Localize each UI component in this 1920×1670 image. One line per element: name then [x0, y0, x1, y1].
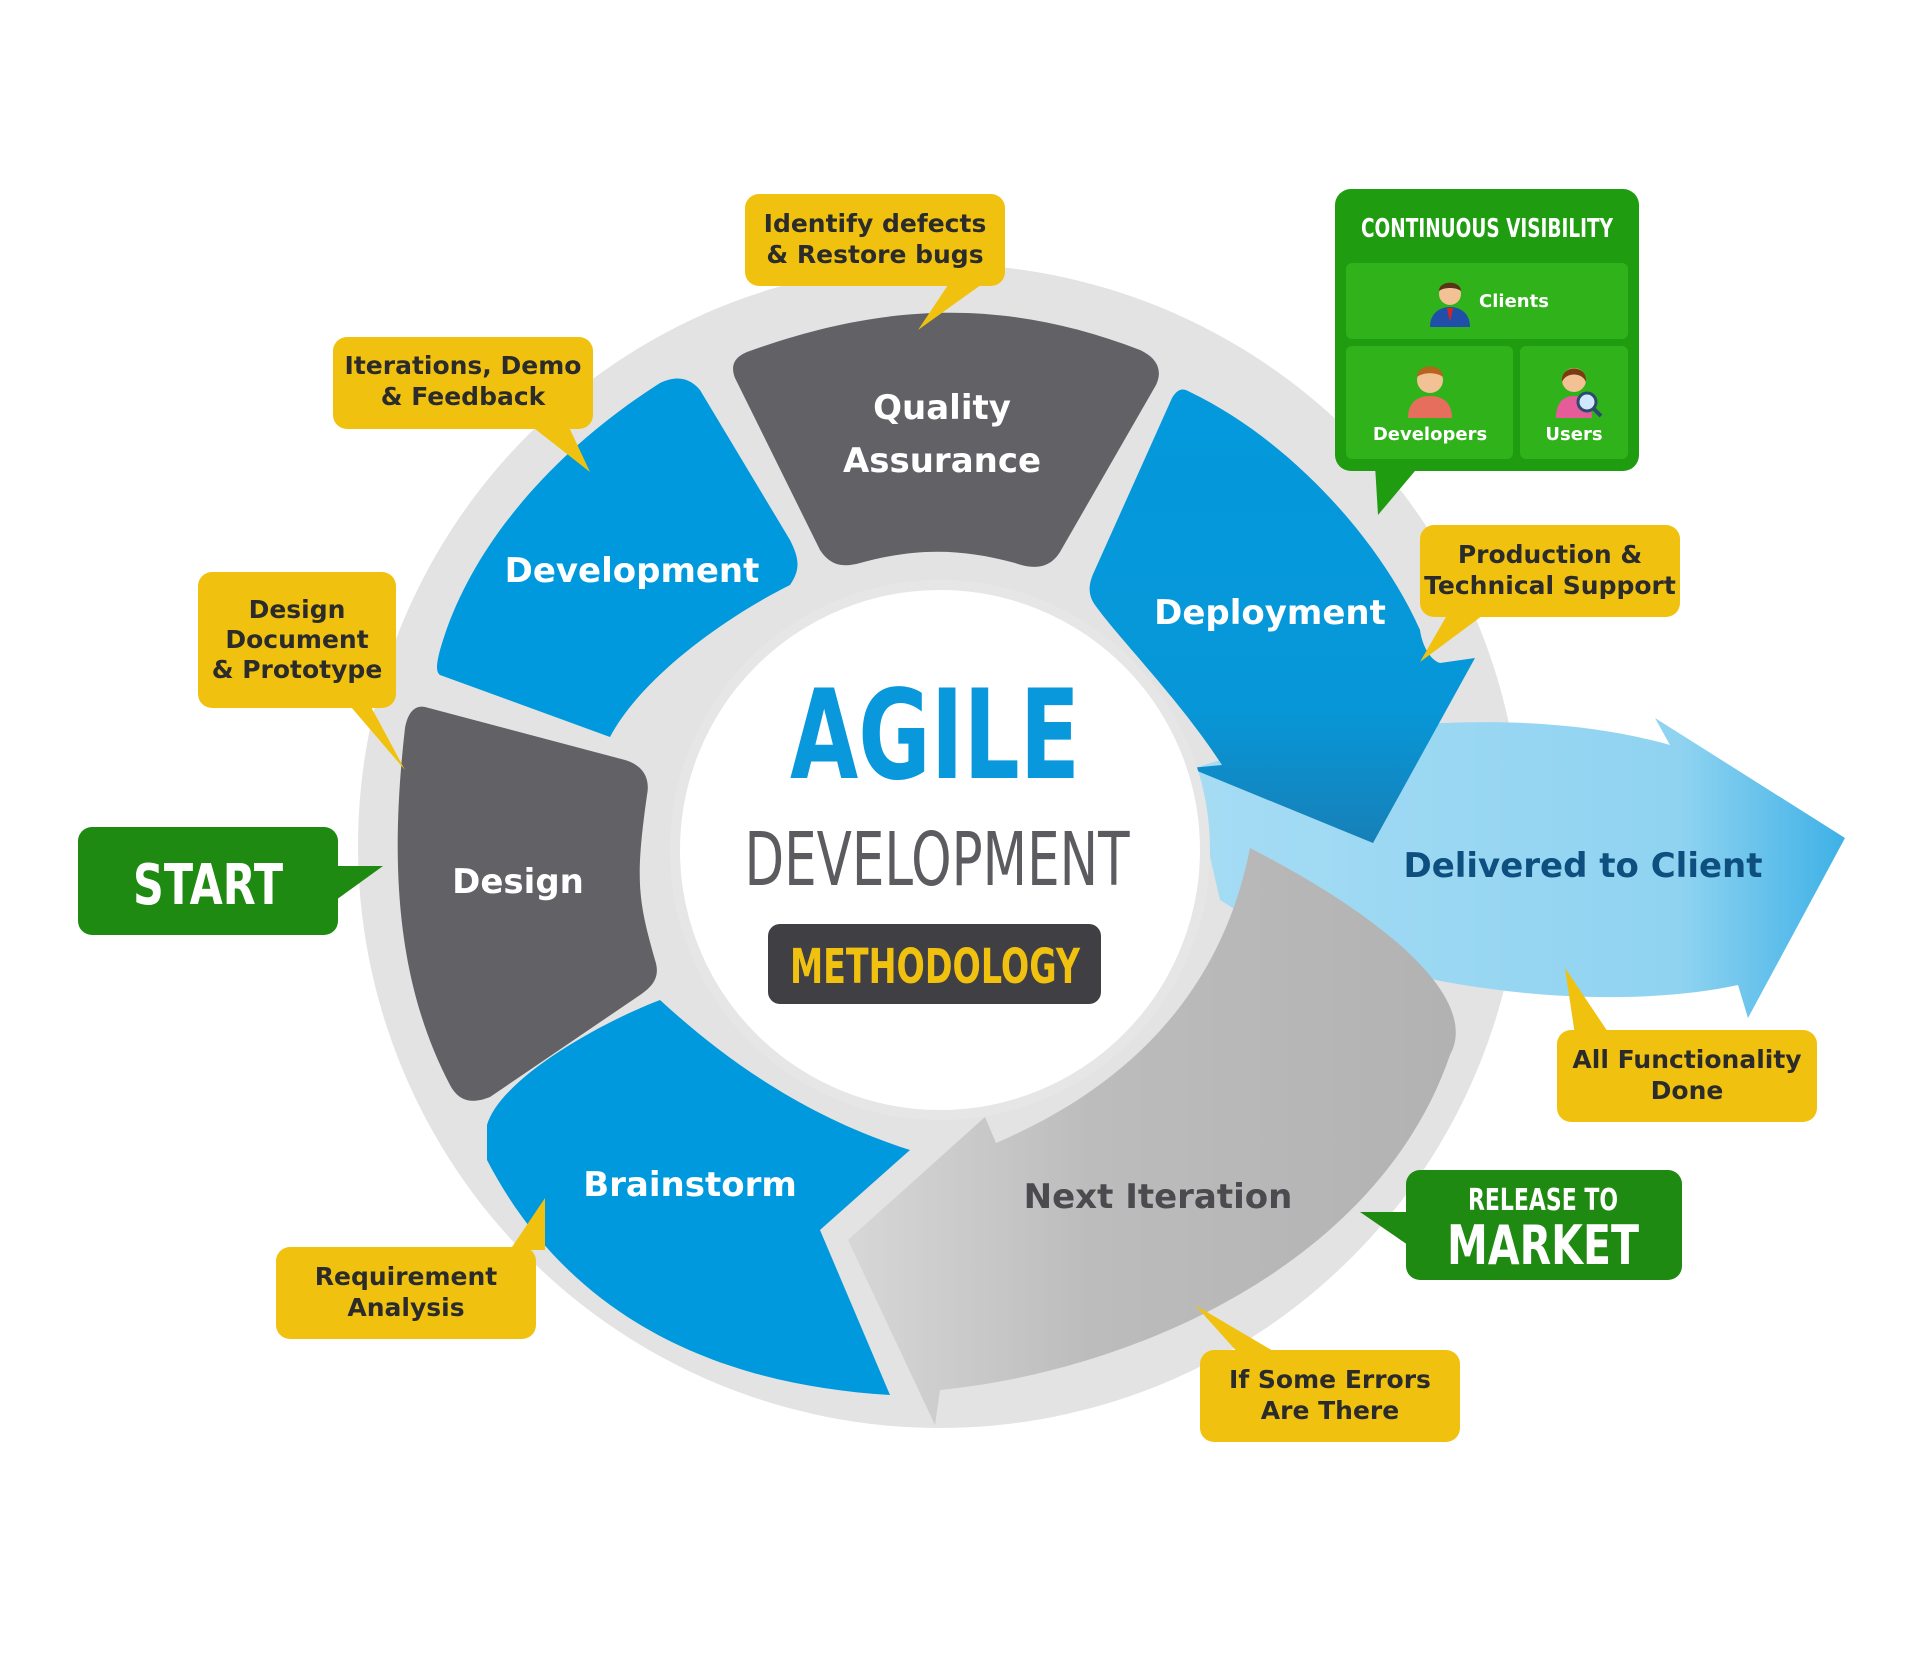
methodology-label: METHODOLOGY [790, 939, 1081, 995]
deployment-segment [1089, 389, 1475, 843]
deployment-label: Deployment [1154, 593, 1386, 633]
release-line2: MARKET [1447, 1214, 1639, 1277]
next-iteration-label: Next Iteration [1024, 1177, 1293, 1217]
clients-label: Clients [1479, 291, 1549, 312]
start-label: START [133, 853, 283, 918]
clients-box [1346, 263, 1628, 339]
design-segment [397, 706, 657, 1101]
start-callout: START [78, 827, 383, 935]
qa-segment [733, 312, 1159, 567]
brainstorm-segment [487, 1000, 910, 1395]
note-production-line1: Production & [1458, 540, 1642, 569]
methodology-badge [768, 924, 1101, 1004]
release-line1: RELEASE TO [1468, 1183, 1618, 1218]
note-iterations-line1: Iterations, Demo [345, 351, 582, 380]
qa-label-line1: Quality [873, 388, 1011, 428]
developers-label: Developers [1373, 424, 1487, 445]
note-production-line2: Technical Support [1424, 571, 1676, 600]
note-errors-line2: Are There [1261, 1396, 1399, 1425]
continuous-visibility-panel: CONTINUOUS VISIBILITY Clients Developers [1335, 189, 1639, 515]
center-ring-edge [670, 580, 1210, 1120]
release-callout: RELEASE TO MARKET [1360, 1170, 1682, 1280]
users-label: Users [1545, 424, 1602, 445]
note-design-doc-line3: & Prototype [212, 655, 383, 684]
note-design-doc-line2: Document [225, 625, 368, 654]
note-defects-line2: & Restore bugs [766, 240, 983, 269]
note-design-document: Design Document & Prototype [198, 572, 405, 770]
development-title: DEVELOPMENT [745, 817, 1131, 903]
qa-label-line2: Assurance [843, 441, 1041, 481]
note-functionality: All Functionality Done [1557, 968, 1817, 1122]
note-functionality-line1: All Functionality [1572, 1045, 1801, 1074]
development-segment [437, 378, 798, 737]
development-label: Development [505, 551, 760, 591]
note-errors-line1: If Some Errors [1229, 1365, 1431, 1394]
note-requirement-line1: Requirement [315, 1262, 498, 1291]
note-design-doc-line1: Design [249, 595, 346, 624]
client-person-icon [1430, 282, 1470, 327]
note-defects-line1: Identify defects [764, 209, 987, 238]
visibility-title: CONTINUOUS VISIBILITY [1361, 214, 1614, 244]
next-iteration-arrow [848, 848, 1456, 1425]
note-iterations: Iterations, Demo & Feedback [333, 337, 593, 472]
note-errors: If Some Errors Are There [1195, 1305, 1460, 1442]
note-requirement: Requirement Analysis [276, 1198, 545, 1339]
delivered-label: Delivered to Client [1403, 846, 1762, 886]
note-iterations-line2: & Feedback [381, 382, 547, 411]
note-functionality-line2: Done [1651, 1076, 1724, 1105]
agile-title: AGILE [790, 664, 1080, 808]
note-production: Production & Technical Support [1420, 525, 1680, 662]
developer-person-icon [1408, 366, 1452, 418]
note-requirement-line2: Analysis [347, 1293, 464, 1322]
note-defects: Identify defects & Restore bugs [745, 194, 1005, 330]
brainstorm-label: Brainstorm [583, 1165, 797, 1205]
user-search-icon [1556, 368, 1603, 418]
design-label: Design [452, 862, 584, 902]
